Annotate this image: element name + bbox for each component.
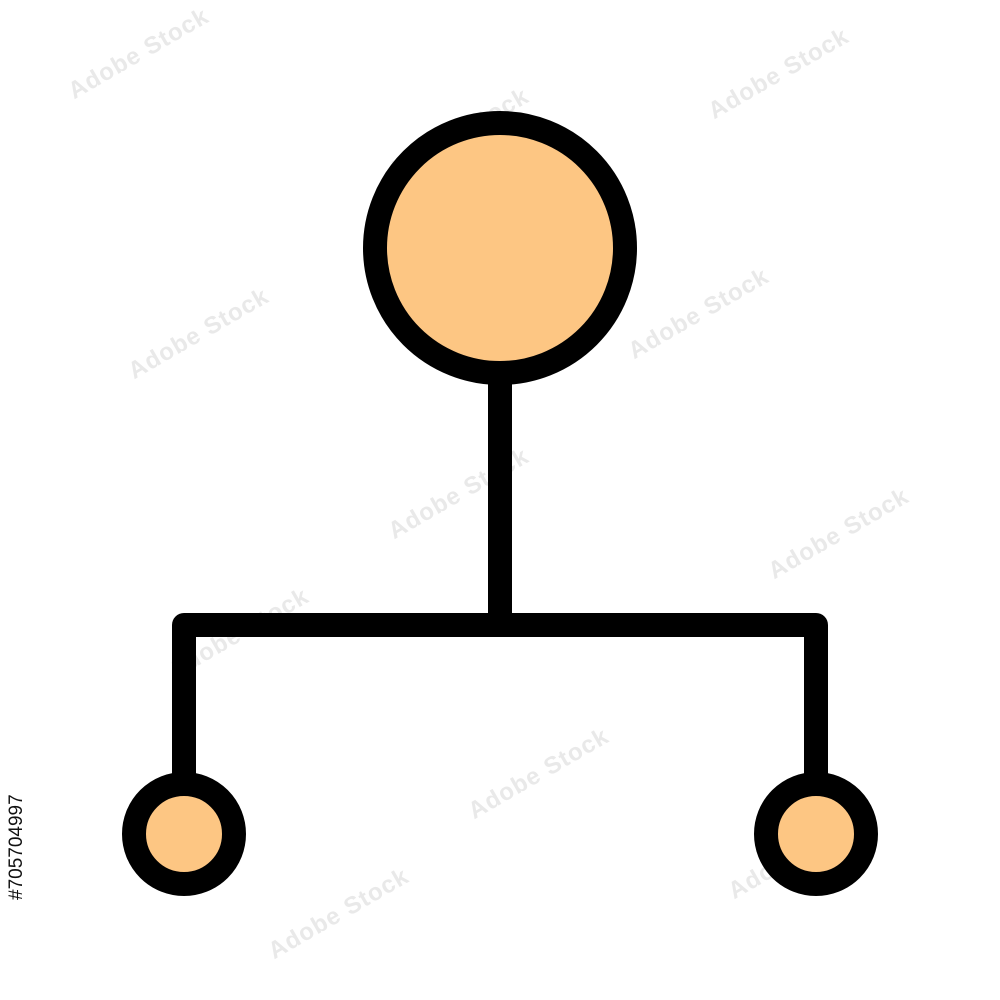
connector-lines [172, 366, 828, 795]
branch-line [172, 613, 828, 795]
left-node-circle [122, 772, 246, 896]
stock-id-label: #705704997 [6, 794, 27, 900]
right-node-circle [754, 772, 878, 896]
top-node-circle [363, 111, 637, 385]
